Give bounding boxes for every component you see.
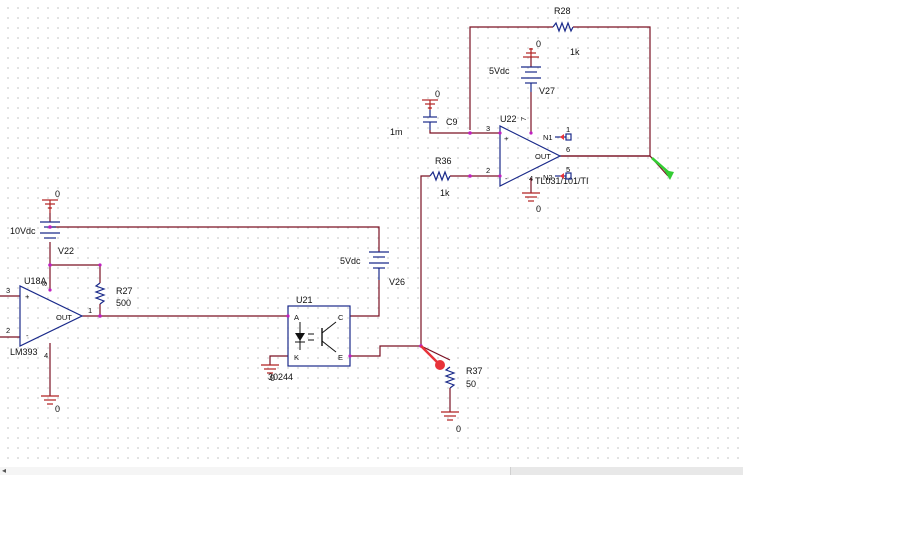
wire-v26-u21c[interactable] (350, 280, 380, 317)
u22-pin-out: OUT (535, 152, 551, 161)
v22-ref: V22 (58, 246, 74, 256)
v26-value: 5Vdc (340, 256, 361, 266)
ground-symbols: 0 0 0 0 0 (41, 39, 541, 434)
c9-ref: C9 (446, 117, 458, 127)
resistor-r27[interactable]: R27 500 (94, 282, 133, 318)
v26-ref: V26 (389, 277, 405, 287)
source-v26[interactable]: 5Vdc V26 (340, 251, 405, 287)
wire-r28-left[interactable] (469, 26, 553, 130)
optocoupler-u21[interactable]: A K C E U21 30244 (268, 295, 352, 382)
opamp-u22[interactable]: + - 3 2 7 4 OUT N1 N2 1 6 5 U22 TL031/10… (486, 114, 589, 187)
c9-value: 1m (390, 127, 403, 137)
wire-v22-v26[interactable] (50, 226, 380, 252)
ground-label-u18: 0 (55, 404, 60, 414)
r28-ref: R28 (554, 6, 571, 16)
ground-symbol-v27[interactable]: 0 (523, 39, 541, 58)
source-v27[interactable]: 5Vdc V27 (489, 66, 555, 96)
r36-value: 1k (440, 188, 450, 198)
u22-pin-n1: N1 (543, 133, 553, 142)
source-v22[interactable]: 10Vdc V22 (10, 221, 74, 267)
v27-ref: V27 (539, 86, 555, 96)
ground-label-v22: 0 (55, 189, 60, 199)
wire-u22-out[interactable] (560, 155, 669, 177)
resistor-r28[interactable]: R28 1k (552, 6, 580, 57)
u22-model: TL031/101/TI (535, 176, 589, 186)
u22-pin-plus: + (504, 134, 509, 143)
r37-value: 50 (466, 379, 476, 389)
wire-c9-u22-plus[interactable] (429, 130, 500, 134)
ground-label-v27: 0 (536, 39, 541, 49)
u18-pin-2: 2 (6, 326, 10, 335)
scroll-left-arrow-icon[interactable]: ◂ (2, 466, 7, 475)
u21-pin-k: K (294, 353, 299, 362)
r28-value: 1k (570, 47, 580, 57)
u22-pin-n2: N2 (543, 173, 553, 182)
u22-pin-4: 4 (529, 174, 533, 183)
ground-label-u22: 0 (536, 204, 541, 214)
u22-ref: U22 (500, 114, 517, 124)
u21-ref: U21 (296, 295, 313, 305)
v27-value: 5Vdc (489, 66, 510, 76)
u22-pin-minus: - (505, 174, 508, 183)
u21-model: 30244 (268, 372, 293, 382)
u21-pin-a: A (294, 313, 299, 322)
u22-pin-5: 5 (566, 165, 570, 174)
u18-model: LM393 (10, 347, 38, 357)
ground-symbol-u22[interactable]: 0 (522, 192, 541, 214)
u22-pin-2: 2 (486, 166, 490, 175)
wire-u18-r27-top[interactable] (50, 264, 101, 283)
u18-ref: U18A (24, 276, 47, 286)
ground-symbol-v22[interactable]: 0 (42, 189, 60, 213)
ground-symbol-u18[interactable]: 0 (41, 395, 60, 414)
u18-pin-1: 1 (88, 306, 92, 315)
wire-u21k-gnd[interactable] (269, 355, 288, 365)
opamp-u18[interactable]: + - 3 2 1 8 4 OUT U18A LM393 (6, 276, 92, 360)
voltage-marker-red[interactable] (420, 345, 445, 370)
scrollbar-thumb[interactable] (0, 467, 511, 475)
r36-ref: R36 (435, 156, 452, 166)
ground-symbol-c9[interactable]: 0 (422, 89, 440, 110)
horizontal-scrollbar[interactable]: ◂ (0, 466, 743, 475)
r37-ref: R37 (466, 366, 483, 376)
u18-pin-4: 4 (44, 351, 48, 360)
u22-pin-7: 7 (519, 117, 528, 121)
voltage-marker-green[interactable] (651, 157, 674, 180)
wire-r36-left[interactable] (420, 175, 430, 346)
u18-pin-3: 3 (6, 286, 10, 295)
ground-label-u21: 0 (270, 373, 275, 383)
u18-pin-out: OUT (56, 313, 72, 322)
u21-pin-e: E (338, 353, 343, 362)
resistor-r36[interactable]: R36 1k (429, 156, 452, 198)
u22-pin-6: 6 (566, 145, 570, 154)
ground-symbol-u21[interactable]: 0 (261, 364, 279, 383)
r27-ref: R27 (116, 286, 133, 296)
ground-label-r37: 0 (456, 424, 461, 434)
u21-pin-c: C (338, 313, 344, 322)
u22-pin-1: 1 (566, 125, 570, 134)
u18-pin-minus: - (26, 331, 29, 340)
wires (0, 26, 669, 412)
u18-pin-8: 8 (40, 282, 49, 286)
schematic-svg[interactable]: 0 0 0 0 0 (0, 0, 743, 467)
capacitor-c9[interactable]: C9 1m (390, 110, 458, 137)
v22-value: 10Vdc (10, 226, 36, 236)
u18-pin-plus: + (25, 292, 30, 301)
u22-pin-3: 3 (486, 124, 490, 133)
ground-label-c9: 0 (435, 89, 440, 99)
r27-value: 500 (116, 298, 131, 308)
wire-u21e-node[interactable] (350, 345, 451, 361)
schematic-canvas[interactable]: 0 0 0 0 0 (0, 0, 743, 467)
resistor-r37[interactable]: R37 50 (419, 344, 483, 389)
ground-symbol-r37[interactable]: 0 (441, 411, 461, 434)
